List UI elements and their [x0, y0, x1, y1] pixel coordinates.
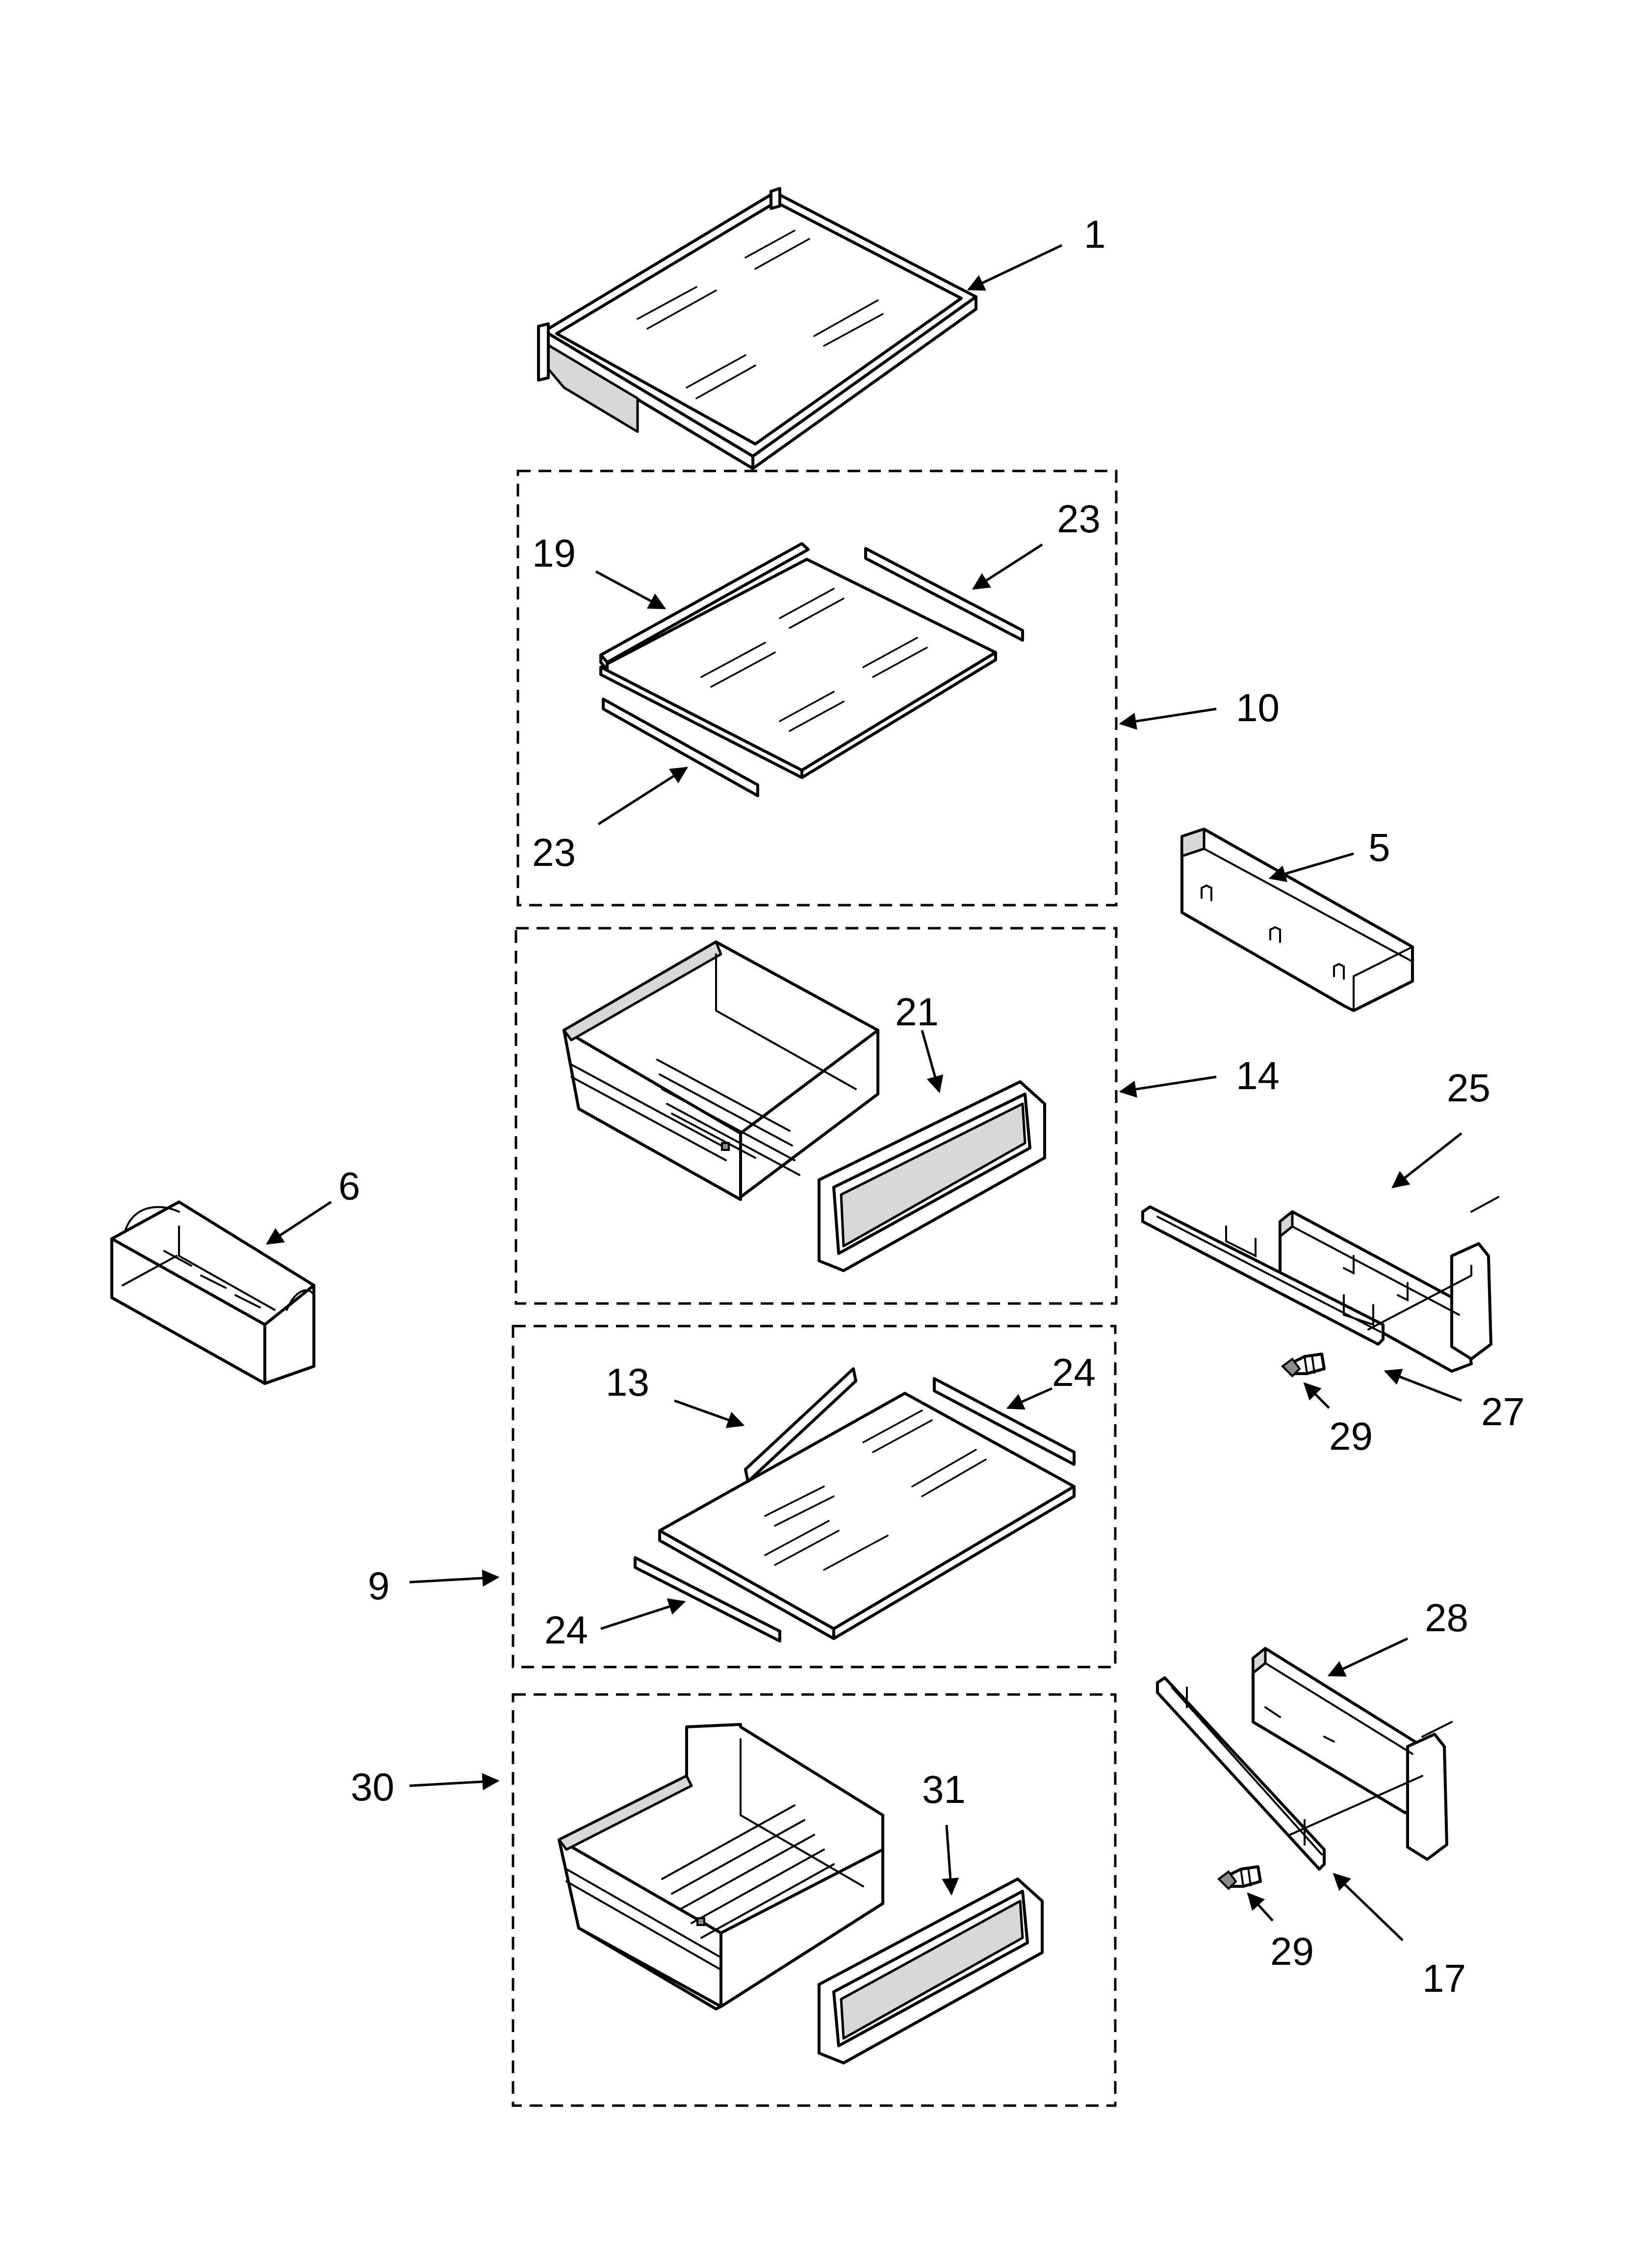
group-box-shelf-10 — [516, 469, 1118, 907]
callout-6: 6 — [338, 1164, 360, 1208]
group-box-shelf-9 — [512, 1325, 1117, 1668]
callout-24-bottom: 24 — [544, 1608, 588, 1652]
callout-24-top: 24 — [1052, 1351, 1096, 1394]
leader-lines — [266, 244, 1462, 1941]
callout-23-top: 23 — [1057, 497, 1101, 541]
glass-shelf-group-9 — [634, 1367, 1076, 1642]
callout-5: 5 — [1368, 826, 1390, 869]
callout-29-lower: 29 — [1270, 1929, 1314, 1973]
door-bin — [110, 1200, 315, 1385]
callout-10: 10 — [1236, 686, 1280, 730]
callout-19: 19 — [532, 531, 576, 575]
callout-29-upper: 29 — [1329, 1414, 1373, 1458]
callout-1: 1 — [1084, 212, 1106, 256]
pan-drawer — [558, 1723, 884, 2010]
shelf-rail — [1180, 828, 1414, 1012]
group-box-pan-30 — [512, 1693, 1117, 2107]
callout-31: 31 — [922, 1768, 966, 1811]
screw-lower — [1217, 1865, 1262, 1890]
glass-shelf-assembly — [537, 187, 977, 470]
callout-27: 27 — [1481, 1390, 1525, 1434]
crisper-drawer — [563, 940, 879, 1201]
callout-14: 14 — [1236, 1054, 1280, 1097]
crisper-cover — [818, 1080, 1046, 1272]
callout-9: 9 — [368, 1564, 390, 1608]
screw-upper — [1281, 1353, 1326, 1378]
callout-13: 13 — [606, 1360, 649, 1404]
group-box-crisper-14 — [514, 927, 1118, 1305]
glass-shelf-group-10 — [599, 542, 1024, 797]
drawer-slide-lower — [1156, 1647, 1453, 1871]
callout-30: 30 — [351, 1765, 394, 1809]
drawer-slide-upper — [1141, 1196, 1499, 1373]
callout-23-bottom: 23 — [532, 831, 576, 874]
pan-cover — [818, 1877, 1044, 2064]
callout-17: 17 — [1422, 1956, 1466, 2000]
callout-21: 21 — [895, 990, 939, 1034]
callout-25: 25 — [1447, 1066, 1490, 1110]
callout-28: 28 — [1425, 1596, 1468, 1640]
